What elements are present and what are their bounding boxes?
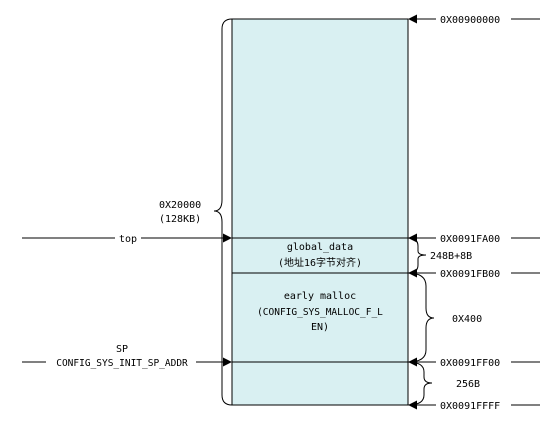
memory-region: [231, 18, 409, 406]
total-size-brace: [213, 18, 233, 406]
total-size-label-line2: (128KB): [159, 214, 201, 225]
stack-size-brace: [407, 361, 433, 406]
address-label-2: 0X0091FB00: [440, 269, 500, 280]
address-label-3: 0X0091FF00: [440, 358, 500, 369]
sp-init-addr-label: CONFIG_SYS_INIT_SP_ADDR: [56, 358, 188, 369]
global-size-label: 248B+8B: [430, 251, 472, 262]
address-label-1: 0X0091FA00: [440, 234, 500, 245]
address-label-0: 0X00900000: [440, 15, 500, 26]
address-label-4: 0X0091FFFF: [440, 401, 500, 412]
sp-pointer-label-bg: [46, 356, 196, 368]
early-malloc-label: early malloc: [284, 291, 356, 302]
global-data-alignment-label: (地址16字节对齐): [278, 256, 362, 269]
malloc-size-label: 0X400: [452, 314, 482, 325]
malloc-size-brace: [407, 272, 435, 363]
early-malloc-config-label-line1: (CONFIG_SYS_MALLOC_F_L: [257, 307, 383, 318]
global-size-brace: [407, 237, 427, 274]
stack-size-label: 256B: [456, 379, 480, 390]
top-pointer-label-bg: [115, 232, 141, 244]
sp-label: SP: [116, 344, 128, 355]
top-pointer-label: top: [119, 234, 137, 245]
early-malloc-config-label-line2: EN): [311, 322, 329, 333]
global-data-label: global_data: [287, 242, 353, 253]
total-size-label-line1: 0X20000: [159, 200, 201, 211]
